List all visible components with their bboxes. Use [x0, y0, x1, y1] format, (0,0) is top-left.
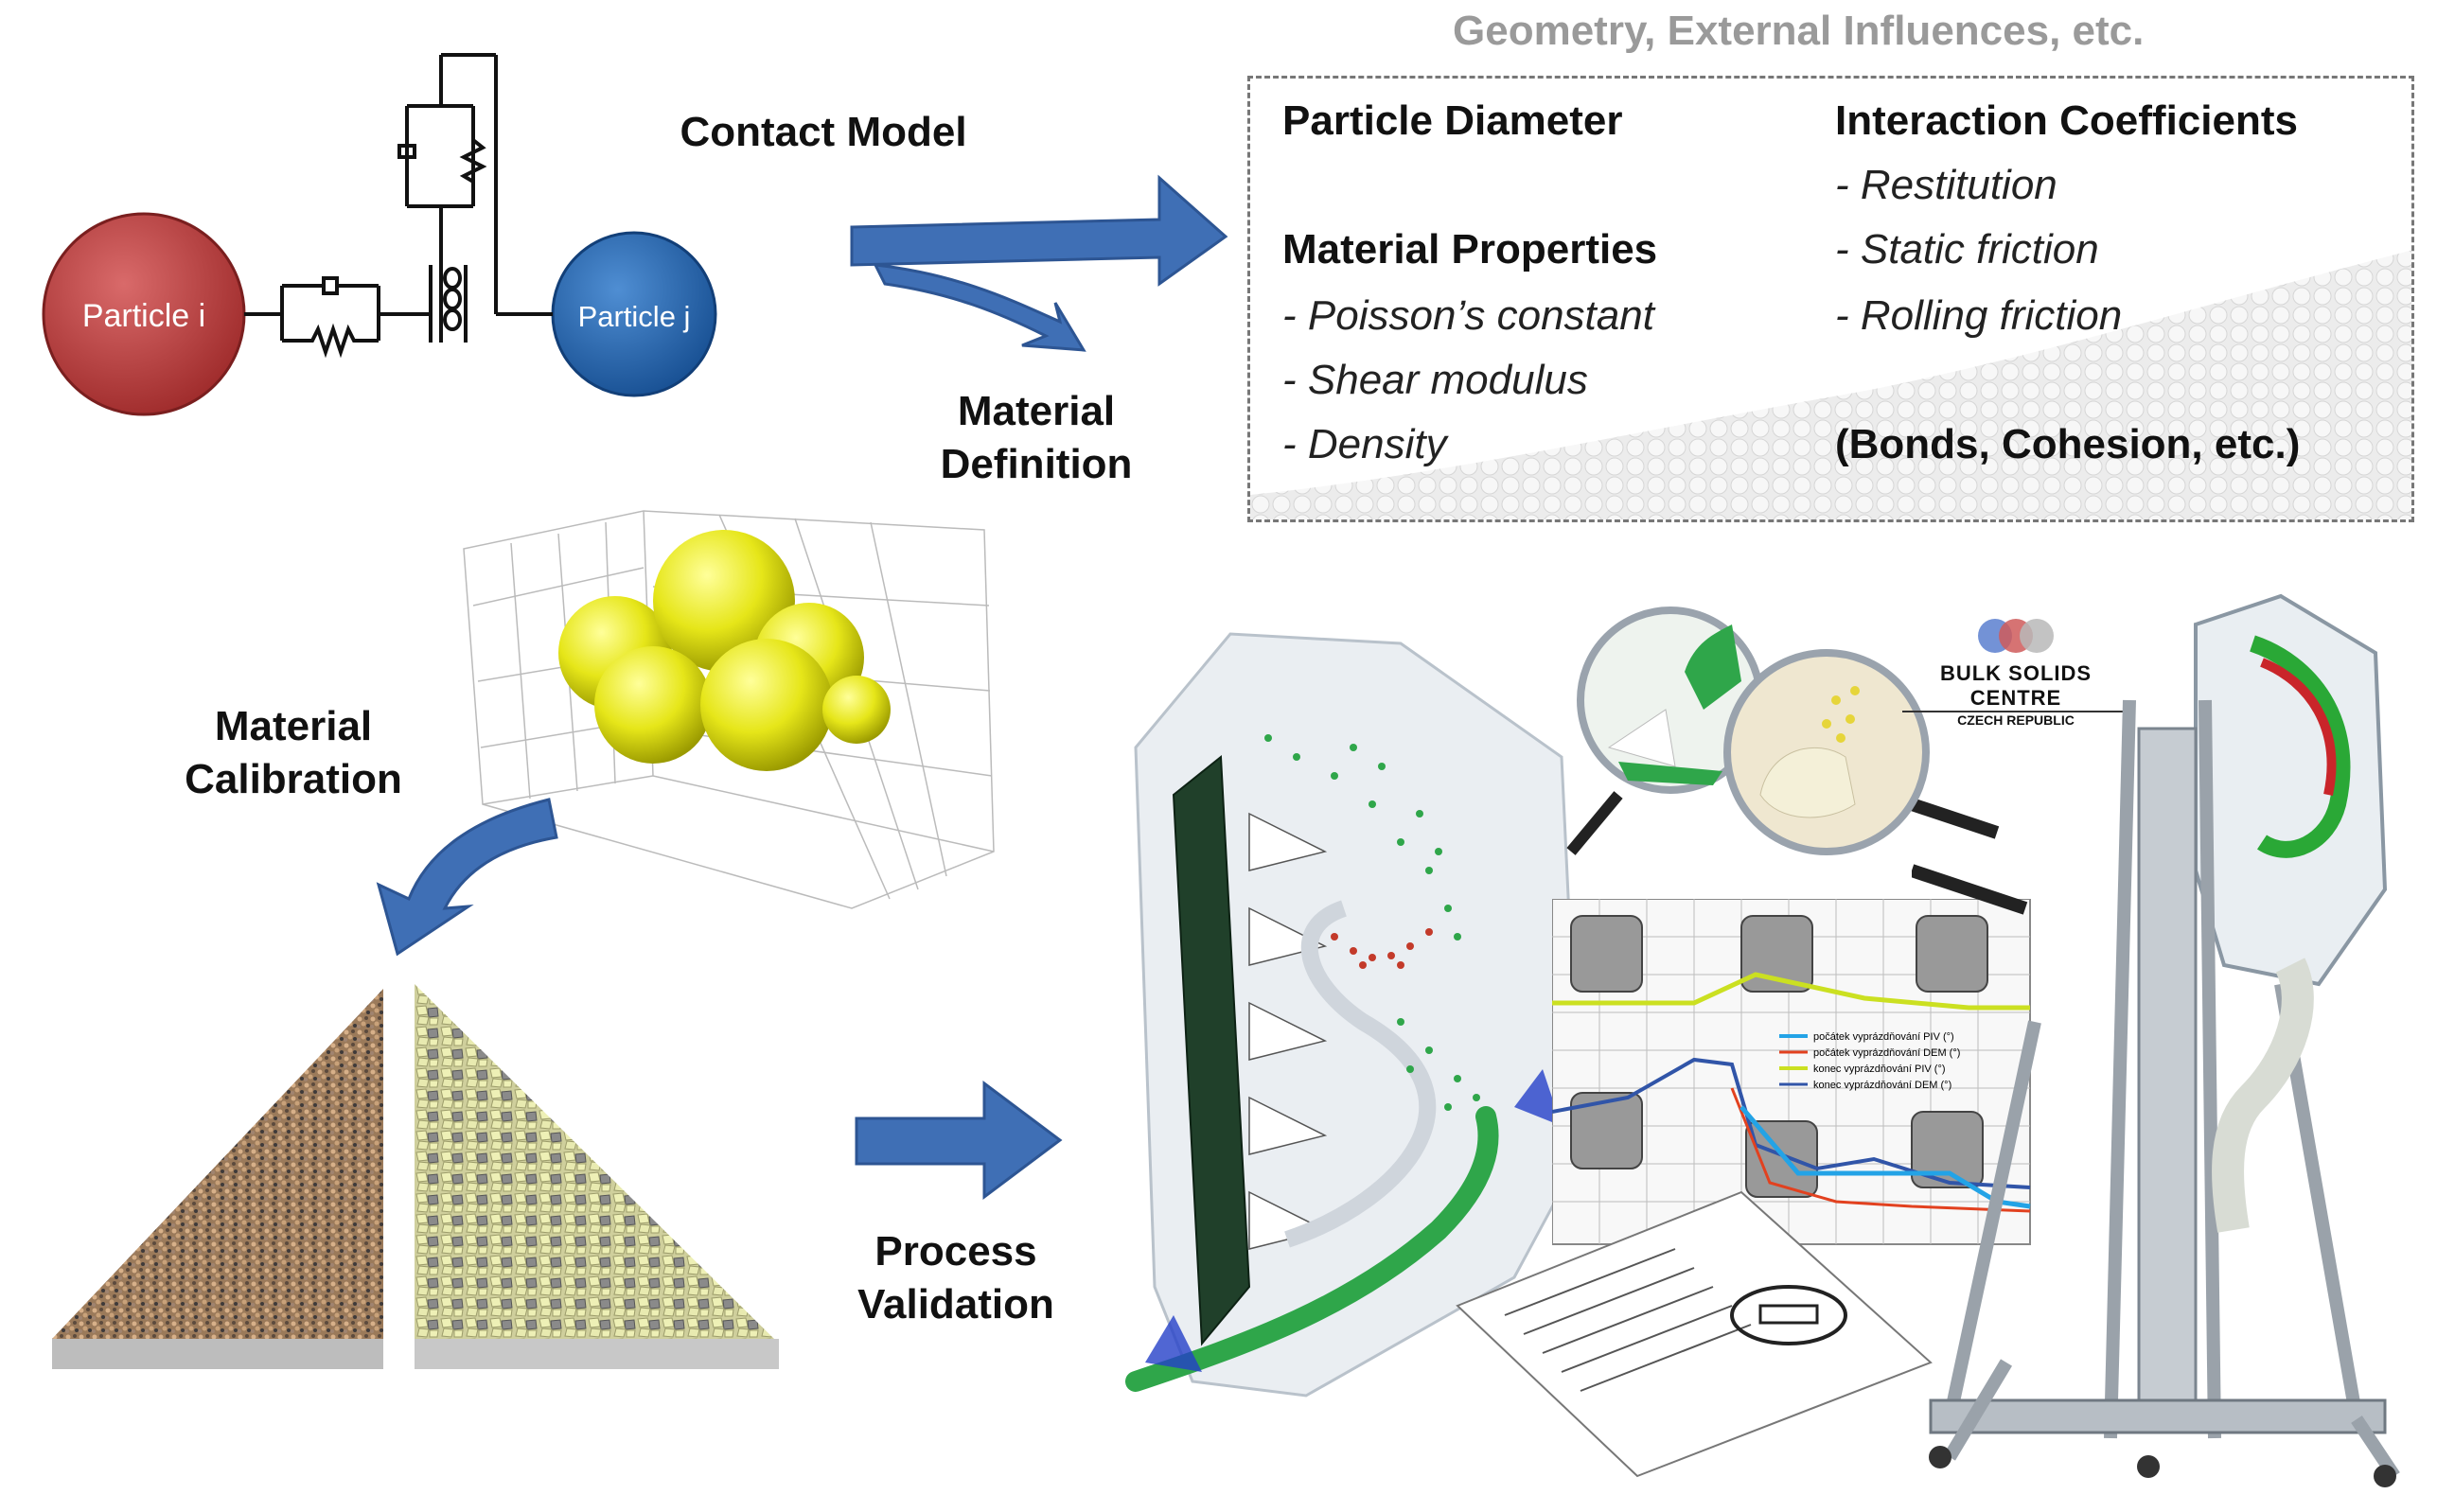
legend-item-2: počátek vyprázdňování DEM (°): [1813, 1047, 1960, 1059]
bsc-logo-mark: [1978, 619, 2054, 653]
material-definition-line1: Material: [957, 388, 1116, 434]
dem-particles-green: [1264, 734, 1480, 1111]
magnifier-insets: [1566, 607, 2000, 855]
parameters-caption: Geometry, External Influences, etc.: [1453, 8, 2145, 54]
technical-drawing-sheet: [1456, 1190, 1933, 1478]
material-definition-line2: Definition: [940, 441, 1133, 487]
validation-chart: počátek vyprázdňování PIV (°) počátek vy…: [1552, 899, 2031, 1245]
process-validation-line2: Validation: [857, 1281, 1054, 1327]
material-calibration-line1: Material: [214, 703, 373, 749]
contact-model-label: Contact Model: [680, 109, 967, 155]
spring-dashpot-network: [244, 53, 553, 359]
legend-item-3: konec vyprázdňování PIV (°): [1813, 1064, 1946, 1075]
material-definition-label: Material Definition: [909, 385, 1164, 491]
process-validation-label: Process Validation: [833, 1225, 1079, 1331]
process-validation-line1: Process: [874, 1228, 1037, 1275]
particle-diameter-heading: Particle Diameter: [1282, 97, 1623, 144]
material-calibration-label: Material Calibration: [151, 700, 435, 806]
material-properties-heading: Material Properties: [1282, 226, 1658, 273]
dem-simulation-render: [1125, 632, 1582, 1398]
particle-bed-background: [1250, 250, 2411, 519]
material-calibration-line2: Calibration: [185, 756, 402, 802]
interaction-item-static-friction: - Static friction: [1835, 226, 2099, 273]
bsc-logo-subtitle: Czech Republic: [1957, 712, 2075, 728]
legend-item-1: počátek vyprázdňování PIV (°): [1813, 1031, 1954, 1043]
contact-model-diagram: Particle i Particle j: [42, 53, 717, 416]
dem-particles-red: [1331, 928, 1433, 969]
interaction-item-restitution: - Restitution: [1835, 162, 2057, 208]
experimental-test-rig: [1912, 593, 2400, 1487]
bsc-logo-name: Bulk Solids Centre: [1902, 661, 2129, 712]
legend-item-4: konec vyprázdňování DEM (°): [1813, 1080, 1951, 1091]
contact-to-parameters-arrow: [850, 174, 1228, 352]
interaction-coefficients-heading: Interaction Coefficients: [1835, 97, 2298, 144]
interaction-item-rolling-friction: - Rolling friction: [1835, 292, 2123, 339]
bsc-logo: Bulk Solids Centre Czech Republic: [1902, 615, 2129, 728]
real-material-pile: [52, 989, 383, 1369]
material-item-density: - Density: [1282, 421, 1447, 467]
material-item-shear: - Shear modulus: [1282, 357, 1588, 403]
parameters-box: Particle Diameter Material Properties - …: [1247, 76, 2414, 522]
particle-i-label: Particle i: [82, 298, 205, 334]
particle-j-label: Particle j: [578, 300, 691, 333]
material-item-poisson: - Poisson’s constant: [1282, 292, 1654, 339]
chart-legend: počátek vyprázdňování PIV (°) počátek vy…: [1779, 1031, 1960, 1091]
process-validation-arrow: [855, 1081, 1063, 1200]
particle-cluster-3d-plot: [463, 510, 995, 909]
simulated-material-pile: [415, 984, 779, 1369]
bonds-cohesion-text: (Bonds, Cohesion, etc.): [1835, 421, 2301, 467]
calibration-arrow: [376, 798, 558, 957]
